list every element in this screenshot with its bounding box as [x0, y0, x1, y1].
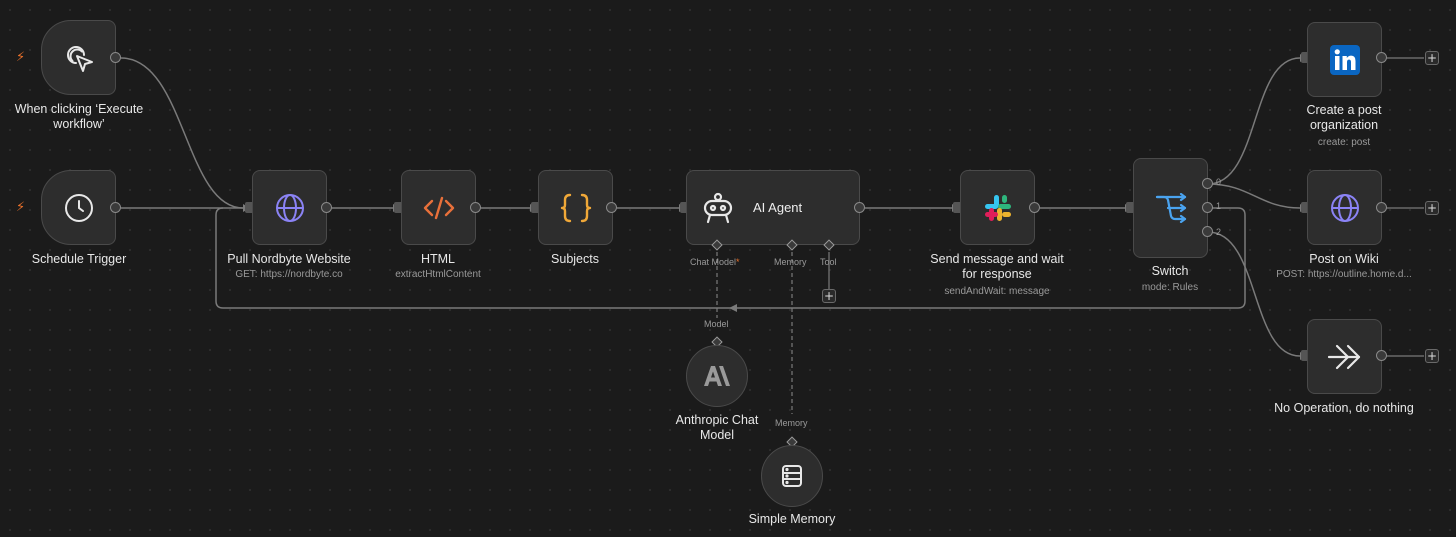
arrow-right-icon [1327, 344, 1360, 369]
linkedin-subtitle: create: post [1317, 137, 1371, 148]
switch-output-2[interactable] [1202, 226, 1213, 237]
ai-agent-node[interactable]: AI Agent [686, 170, 860, 245]
html-node[interactable] [401, 170, 476, 245]
add-node-button[interactable]: + [1425, 349, 1439, 363]
anthropic-chat-model-node[interactable] [686, 345, 748, 407]
pull-website-title: Pull Nordbyte Website [227, 252, 351, 266]
edge-switch0-to-linkedin [1207, 57, 1301, 185]
subjects-node[interactable] [538, 170, 613, 245]
memory-output-label: Memory [775, 418, 808, 428]
edge-switch1-loop [215, 207, 1246, 309]
slack-icon [984, 194, 1011, 221]
send-message-node[interactable] [960, 170, 1035, 245]
anthropic-icon [704, 366, 730, 386]
wiki-node[interactable] [1307, 170, 1382, 245]
database-icon [782, 465, 802, 487]
add-tool-button[interactable]: + [822, 289, 836, 303]
noop-title: No Operation, do nothing [1274, 401, 1414, 415]
schedule-trigger-node[interactable] [41, 170, 116, 245]
add-node-button[interactable]: + [1425, 201, 1439, 215]
input-handle[interactable] [680, 202, 689, 213]
switch-subtitle: mode: Rules [1141, 282, 1199, 293]
globe-icon [275, 193, 304, 222]
output-handle[interactable] [1376, 350, 1387, 361]
switch-title: Switch [1151, 264, 1189, 278]
switch-output-0-label: 0 [1216, 177, 1222, 187]
input-handle[interactable] [1301, 350, 1310, 361]
edge-manual-to-pull [120, 57, 244, 209]
ai-agent-title: AI Agent [753, 200, 803, 215]
output-handle[interactable] [321, 202, 332, 213]
route-icon [1155, 193, 1186, 223]
wiki-title: Post on Wiki [1309, 252, 1379, 266]
input-handle[interactable] [1301, 202, 1310, 213]
manual-trigger-title: When clicking ‘Execute workflow’ [14, 102, 144, 131]
pull-website-node[interactable] [252, 170, 327, 245]
switch-output-0[interactable] [1202, 178, 1213, 189]
send-message-subtitle: sendAndWait: message [944, 286, 1050, 297]
input-handle[interactable] [245, 202, 254, 213]
tool-port-label: Tool [820, 257, 837, 267]
input-handle[interactable] [394, 202, 403, 213]
output-handle[interactable] [1029, 202, 1040, 213]
code-icon [423, 196, 454, 219]
output-handle[interactable] [1376, 202, 1387, 213]
chat-model-port-label: Chat Model* [690, 257, 740, 267]
schedule-trigger-title: Schedule Trigger [31, 252, 127, 266]
edge-switch0-to-wiki [1207, 183, 1301, 209]
trigger-bolt-icon: ⚡ [16, 200, 26, 215]
robot-icon [703, 192, 733, 223]
linkedin-node[interactable] [1307, 22, 1382, 97]
output-handle[interactable] [1376, 52, 1387, 63]
switch-output-1[interactable] [1202, 202, 1213, 213]
simple-memory-title: Simple Memory [748, 512, 836, 526]
input-handle[interactable] [1126, 202, 1135, 213]
clock-icon [64, 193, 93, 222]
switch-node[interactable] [1133, 158, 1208, 258]
input-handle[interactable] [1301, 52, 1310, 63]
html-title: HTML [420, 252, 456, 266]
send-message-title: Send message and wait for response [930, 252, 1064, 281]
output-handle[interactable] [110, 52, 121, 63]
output-handle[interactable] [470, 202, 481, 213]
manual-trigger-node[interactable] [41, 20, 116, 95]
globe-icon [1330, 193, 1359, 222]
trigger-bolt-icon: ⚡ [16, 50, 26, 65]
linkedin-title: Create a post organization [1306, 103, 1382, 132]
pull-website-subtitle: GET: https://nordbyte.co [235, 269, 343, 280]
simple-memory-node[interactable] [761, 445, 823, 507]
subjects-title: Subjects [551, 252, 599, 266]
output-handle[interactable] [606, 202, 617, 213]
cursor-click-icon [66, 45, 93, 72]
memory-port-label: Memory [774, 257, 807, 267]
output-handle[interactable] [110, 202, 121, 213]
edge-switch2-to-noop [1207, 231, 1301, 357]
switch-output-2-label: 2 [1216, 227, 1222, 237]
add-node-button[interactable]: + [1425, 51, 1439, 65]
input-handle[interactable] [953, 202, 962, 213]
braces-icon [560, 193, 591, 222]
anthropic-title: Anthropic Chat Model [675, 413, 759, 442]
wiki-subtitle: POST: https://outline.home.d... [1276, 269, 1412, 280]
output-handle[interactable] [854, 202, 865, 213]
linkedin-icon [1329, 44, 1360, 75]
html-subtitle: extractHtmlContent [395, 269, 481, 280]
switch-output-1-label: 1 [1216, 201, 1222, 211]
model-port-label: Model [704, 319, 729, 329]
noop-node[interactable] [1307, 319, 1382, 394]
input-handle[interactable] [531, 202, 540, 213]
